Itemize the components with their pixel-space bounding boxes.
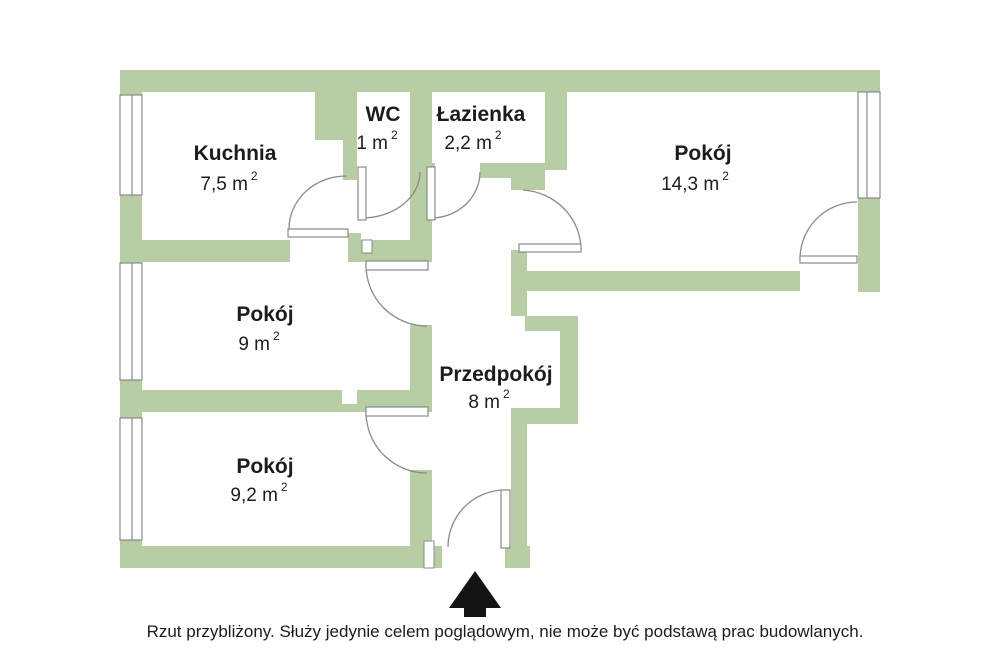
door-leaf (799, 255, 858, 264)
door-leaf (287, 228, 349, 238)
room-name: Łazienka (437, 103, 526, 126)
door-lazienka (426, 166, 481, 221)
wall-niche-bottom (511, 408, 578, 424)
door-entrance (447, 489, 511, 549)
window-pokoj-maly (119, 417, 143, 541)
door-pokoj-maly (365, 406, 429, 474)
door-arc (430, 171, 481, 219)
wall-entrance-right-block (505, 546, 530, 568)
disclaimer-text: Rzut przybliżony. Służy jedynie celem po… (147, 622, 864, 641)
wall-niche-right (560, 331, 578, 423)
window-pokoj-duzy (857, 91, 881, 199)
wall-niche-top (525, 316, 578, 331)
wall-corner-block (511, 163, 545, 190)
door-leaf (357, 166, 367, 221)
wall-hall-right-upper (511, 250, 527, 316)
wall-hall-right-lower (511, 424, 527, 546)
door-leaf (500, 489, 511, 549)
room-name: Pokój (674, 142, 731, 165)
wall-notch (342, 390, 357, 404)
door-pokoj-sredni (365, 260, 429, 327)
door-kuchnia (287, 175, 349, 238)
wall-wc-left (343, 140, 357, 180)
wall-wc-lazienka-divider (410, 92, 432, 178)
door-leaf (365, 406, 429, 417)
window-pokoj-sredni (119, 262, 143, 381)
door-arc (361, 171, 421, 219)
wall-bottom (120, 546, 442, 568)
wall-lazienka-bottom-right (480, 163, 513, 178)
entrance-arrow-icon (449, 571, 501, 617)
windows (119, 91, 881, 541)
doors (287, 166, 858, 549)
wall-kuchnia-door-post (348, 233, 361, 262)
room-name: WC (366, 103, 401, 126)
door-leaf (426, 166, 436, 221)
room-name: Pokój (236, 455, 293, 478)
door-arc (799, 201, 858, 260)
door-leaf (365, 260, 429, 271)
wall-top (120, 70, 880, 92)
door-frame-tick-wc (361, 239, 373, 254)
door-arc (288, 175, 348, 230)
room-name: Kuchnia (194, 142, 277, 165)
wall-corridor (527, 271, 800, 291)
wall-kuchnia-wc-block (315, 92, 357, 140)
window-kuchnia (119, 94, 143, 196)
door-arc (365, 264, 428, 327)
door-frame-entrance-post (423, 540, 435, 569)
wall-lazienka-right (545, 92, 567, 170)
door-leaf (518, 243, 582, 253)
door-wc (357, 166, 421, 221)
room-name: Przedpokój (439, 363, 552, 386)
door-arc (447, 489, 506, 548)
door-pokoj-duzy-left (518, 189, 582, 253)
door-pokoj-duzy-right (799, 201, 858, 264)
door-arc (522, 189, 582, 251)
door-arc (365, 411, 428, 474)
wall-kuchnia-pokoj-left (120, 240, 290, 262)
room-name: Pokój (236, 303, 293, 326)
